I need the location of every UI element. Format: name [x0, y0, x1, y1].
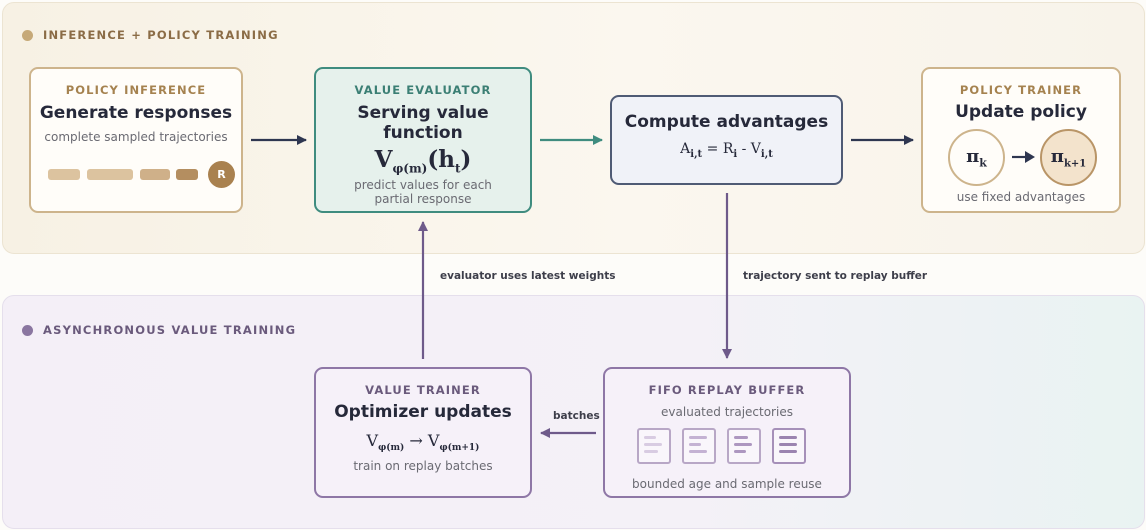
- pi-symbol: π: [966, 145, 980, 167]
- trajectory-doc-icon: [727, 428, 761, 464]
- value-evaluator-box: VALUE EVALUATOR Serving value function V…: [314, 67, 532, 213]
- formula-subscript: i: [733, 148, 738, 160]
- token-bar: [48, 169, 80, 180]
- trajectory-doc-icon: [682, 428, 716, 464]
- section-dot-icon: [22, 29, 33, 41]
- policy-inference-box: POLICY INFERENCE Generate responses comp…: [29, 67, 243, 213]
- value-evaluator-title: Serving value function: [357, 103, 489, 143]
- replay-buffer-subtitle: evaluated trajectories: [661, 405, 793, 419]
- section-title-bottom: ASYNCHRONOUS VALUE TRAINING: [22, 323, 296, 337]
- edge-label-to-replay: trajectory sent to replay buffer: [743, 270, 928, 282]
- value-evaluator-caption-1: predict values for each: [354, 177, 492, 192]
- policy-inference-label: POLICY INFERENCE: [65, 83, 207, 97]
- pi-subscript: k+1: [1063, 158, 1087, 170]
- pi-subscript: k: [979, 156, 987, 170]
- replay-buffer-label: FIFO REPLAY BUFFER: [648, 383, 806, 397]
- edge-label-batches: batches: [553, 410, 600, 422]
- value-evaluator-caption-2: partial response: [374, 191, 472, 206]
- section-title-top-text: INFERENCE + POLICY TRAINING: [43, 28, 279, 42]
- trajectory-doc-icon: [772, 428, 806, 464]
- policy-trainer-caption: use fixed advantages: [956, 190, 1086, 204]
- formula-paren: ): [460, 146, 472, 173]
- section-title-top: INFERENCE + POLICY TRAINING: [22, 28, 279, 42]
- policy-inference-subtitle: complete sampled trajectories: [44, 130, 228, 144]
- policy-trainer-title: Update policy: [955, 102, 1087, 122]
- policy-k-plus-1-circle: πk+1: [1040, 129, 1097, 186]
- policy-k-circle: πk: [948, 129, 1005, 186]
- edge-label-evaluator-weights: evaluator uses latest weights: [440, 270, 616, 282]
- section-dot-icon: [22, 324, 33, 336]
- value-update-formula: Vφ(m) → Vφ(m+1): [316, 431, 530, 453]
- formula-symbol: V: [366, 431, 379, 450]
- replay-buffer-caption: bounded age and sample reuse: [632, 477, 822, 491]
- value-training-panel: [2, 295, 1145, 529]
- trajectory-doc-icon: [637, 428, 671, 464]
- policy-trainer-label: POLICY TRAINER: [959, 83, 1083, 97]
- formula-subscript: φ(m): [392, 161, 428, 176]
- token-bar: [176, 169, 198, 180]
- value-trainer-box: VALUE TRAINER Optimizer updates Vφ(m) → …: [314, 367, 532, 498]
- replay-buffer-box: FIFO REPLAY BUFFER evaluated trajectorie…: [603, 367, 851, 498]
- compute-advantages-box: Compute advantages Ai,t = Ri - Vi,t: [610, 95, 843, 185]
- reward-badge: R: [208, 161, 235, 188]
- value-evaluator-label: VALUE EVALUATOR: [354, 83, 492, 97]
- formula-subscript: t: [454, 161, 461, 176]
- policy-update-arrow-icon: [1012, 151, 1035, 163]
- value-trainer-label: VALUE TRAINER: [365, 383, 481, 397]
- formula-subscript: φ(m): [378, 443, 405, 454]
- formula-symbol: - V: [737, 141, 761, 157]
- policy-trainer-box: POLICY TRAINER Update policy πk πk+1 use…: [921, 67, 1121, 213]
- formula-symbol: A: [680, 141, 691, 157]
- section-title-bottom-text: ASYNCHRONOUS VALUE TRAINING: [43, 323, 297, 337]
- formula-symbol: V: [374, 146, 393, 173]
- formula-symbol: V: [427, 431, 440, 450]
- token-bar: [87, 169, 133, 180]
- formula-symbol: = R: [702, 141, 734, 157]
- formula-arrow: →: [404, 431, 428, 450]
- policy-inference-title: Generate responses: [39, 103, 233, 123]
- value-trainer-caption: train on replay batches: [353, 459, 493, 474]
- compute-advantages-title: Compute advantages: [624, 112, 829, 132]
- formula-subscript: i,t: [690, 148, 703, 160]
- advantage-formula: Ai,t = Ri - Vi,t: [612, 141, 841, 160]
- token-bar: [140, 169, 170, 180]
- formula-argument: (h: [427, 146, 455, 173]
- value-trainer-title: Optimizer updates: [334, 402, 512, 422]
- pi-symbol: π: [1050, 145, 1064, 167]
- value-function-formula: Vφ(m)(ht): [316, 146, 530, 176]
- formula-subscript: i,t: [760, 148, 773, 160]
- formula-subscript: φ(m+1): [439, 443, 480, 454]
